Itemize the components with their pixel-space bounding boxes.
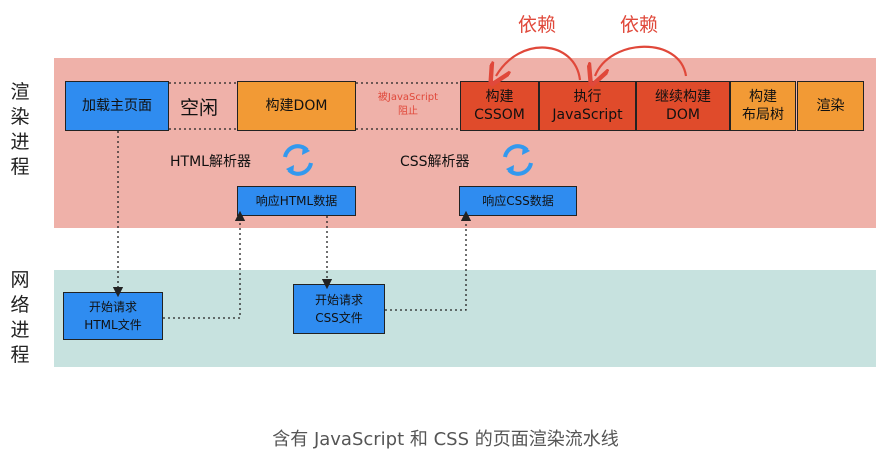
respond-css-label: 响应CSS数据 — [482, 194, 554, 208]
network-process-label: 网络进程 — [10, 269, 30, 366]
continue-dom-line-2: DOM — [666, 107, 700, 123]
build-cssom-line-1: 构建 — [485, 89, 514, 105]
dependency-arrow-right — [595, 45, 688, 76]
build-dom-label: 构建DOM — [265, 98, 328, 114]
respond-html-data-box: 响应HTML数据 — [237, 186, 356, 216]
figure-caption: 含有 JavaScript 和 CSS 的页面渲染流水线 — [272, 429, 619, 450]
execute-js-line-1: 执行 — [573, 89, 602, 105]
build-cssom-line-2: CSSOM — [474, 107, 525, 123]
blocked-by-js-note: 被JavaScript 阻止 — [363, 91, 453, 119]
respond-html-label: 响应HTML数据 — [255, 194, 338, 208]
request-html-file-box: 开始请求 HTML文件 — [63, 292, 163, 340]
render-box: 渲染 — [797, 81, 864, 131]
network-process-band — [54, 270, 876, 367]
request-html-line-1: 开始请求 — [88, 300, 137, 314]
continue-dom-line-1: 继续构建 — [655, 89, 711, 105]
request-css-line-2: CSS文件 — [315, 311, 363, 325]
blocked-note-line-2: 阻止 — [398, 106, 418, 117]
execute-js-line-2: JavaScript — [552, 107, 623, 123]
layout-tree-line-1: 构建 — [749, 89, 777, 105]
arrow-request-css-to-respond — [385, 210, 472, 311]
dependency-label-left: 依赖 — [518, 14, 557, 36]
css-parser-label: CSS解析器 — [400, 154, 470, 170]
dependency-label-right: 依赖 — [620, 14, 659, 36]
dependency-arrow-left — [496, 46, 582, 80]
idle-dotted-lines — [169, 82, 460, 130]
build-dom-box: 构建DOM — [237, 81, 356, 131]
blocked-note-line-1: 被JavaScript — [377, 92, 439, 103]
html-parser-label: HTML解析器 — [170, 154, 251, 170]
html-parser-cycle-icon — [283, 144, 313, 176]
render-label: 渲染 — [816, 98, 845, 114]
css-parser-cycle-icon — [503, 144, 533, 176]
load-main-page-label: 加载主页面 — [82, 98, 152, 114]
continue-dom-box: 继续构建 DOM — [636, 81, 730, 131]
idle-label: 空闲 — [180, 97, 219, 119]
arrow-request-html-to-respond — [163, 210, 246, 319]
render-process-label: 渲染进程 — [10, 81, 30, 178]
request-css-line-1: 开始请求 — [314, 293, 363, 307]
respond-css-data-box: 响应CSS数据 — [459, 186, 577, 216]
build-layout-tree-box: 构建 布局树 — [730, 81, 796, 131]
request-css-file-box: 开始请求 CSS文件 — [293, 284, 385, 334]
layout-tree-line-2: 布局树 — [742, 107, 784, 123]
request-html-line-2: HTML文件 — [84, 318, 142, 332]
load-main-page-box: 加载主页面 — [65, 81, 169, 131]
